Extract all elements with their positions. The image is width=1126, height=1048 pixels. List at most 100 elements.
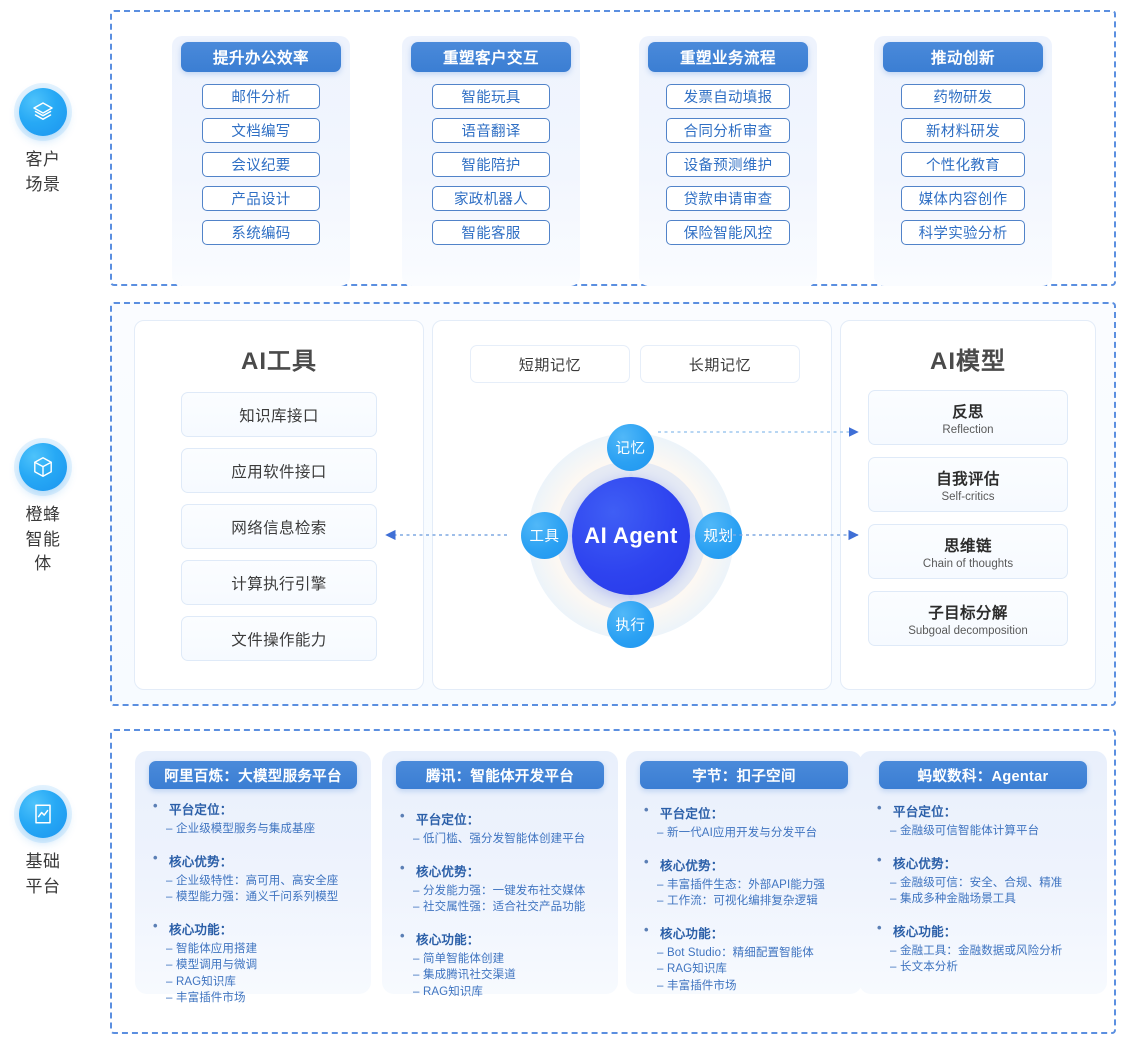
- platform-group: 核心优势： 金融级可信：安全、合规、精准 集成多种金融场景工具: [873, 852, 1097, 908]
- platform-group-item: RAG知识库: [149, 974, 361, 991]
- platform-group-label: 平台定位：: [873, 800, 1097, 820]
- scenario-chip-list: 药物研发 新材料研发 个性化教育 媒体内容创作 科学实验分析: [874, 84, 1052, 245]
- platform-group-item: 低门槛、强分发智能体创建平台: [396, 831, 608, 848]
- scenario-chip-list: 智能玩具 语音翻译 智能陪护 家政机器人 智能客服: [402, 84, 580, 245]
- platform-group-label: 核心优势：: [640, 854, 852, 874]
- platform-group-label: 核心功能：: [873, 920, 1097, 940]
- platform-group: 平台定位： 新一代AI应用开发与分发平台: [640, 802, 852, 842]
- scenario-chip[interactable]: 媒体内容创作: [901, 186, 1025, 211]
- platform-card-title: 阿里百炼：大模型服务平台: [149, 761, 357, 789]
- platform-group-item: 分发能力强：一键发布社交媒体: [396, 883, 608, 900]
- ai-tools-title: AI工具: [241, 348, 317, 375]
- platform-group-item: 简单智能体创建: [396, 951, 608, 968]
- platform-group-label: 平台定位：: [149, 798, 361, 818]
- ai-model-item-cn: 子目标分解: [928, 604, 1008, 622]
- platform-group: 核心优势： 分发能力强：一键发布社交媒体 社交属性强：适合社交产品功能: [396, 860, 608, 916]
- agent-node-memory[interactable]: 记忆: [607, 424, 654, 471]
- rail-item-orange-bee-agent: 橙蜂 智能 体: [0, 443, 86, 577]
- platform-group-item: 社交属性强：适合社交产品功能: [396, 899, 608, 916]
- scenario-chip[interactable]: 智能客服: [432, 220, 550, 245]
- platform-group: 核心功能： 智能体应用搭建 模型调用与微调 RAG知识库 丰富插件市场: [149, 918, 361, 1007]
- rail-item-customer-scenarios: 客户 场景: [0, 88, 86, 197]
- ai-model-item-en: Reflection: [942, 423, 994, 436]
- agent-center-panel: 短期记忆 长期记忆: [432, 320, 832, 690]
- scenario-chip[interactable]: 智能玩具: [432, 84, 550, 109]
- scenario-chip[interactable]: 发票自动填报: [666, 84, 790, 109]
- scenario-chip[interactable]: 新材料研发: [901, 118, 1025, 143]
- scenario-chip[interactable]: 合同分析审查: [666, 118, 790, 143]
- platform-card: 阿里百炼：大模型服务平台 平台定位： 企业级模型服务与集成基座 核心优势： 企业…: [135, 751, 371, 1006]
- platform-group-item: RAG知识库: [396, 984, 608, 1001]
- platform-card-title: 字节：扣子空间: [640, 761, 848, 789]
- panel-connector-arrows: [385, 427, 859, 541]
- section-agent-architecture: AI工具 知识库接口 应用软件接口 网络信息检索 计算执行引擎 文件操作能力 短…: [110, 302, 1116, 706]
- scenario-column-title: 提升办公效率: [181, 42, 341, 72]
- ai-model-item-cn: 思维链: [944, 537, 992, 555]
- ai-model-item-cn: 自我评估: [936, 470, 1000, 488]
- ai-model-item[interactable]: 思维链 Chain of thoughts: [868, 524, 1068, 579]
- ai-tools-panel: AI工具 知识库接口 应用软件接口 网络信息检索 计算执行引擎 文件操作能力: [134, 320, 424, 690]
- scenario-column: 推动创新 药物研发 新材料研发 个性化教育 媒体内容创作 科学实验分析: [874, 36, 1052, 286]
- ai-model-title: AI模型: [930, 348, 1006, 375]
- ai-tool-item[interactable]: 应用软件接口: [181, 448, 377, 493]
- platform-group: 核心优势： 企业级特性：高可用、高安全座 模型能力强：通义千问系列模型: [149, 850, 361, 906]
- platform-group-label: 平台定位：: [640, 802, 852, 822]
- scenario-chip[interactable]: 智能陪护: [432, 152, 550, 177]
- platform-group-label: 核心功能：: [396, 928, 608, 948]
- scenario-chip[interactable]: 语音翻译: [432, 118, 550, 143]
- scenario-chip[interactable]: 个性化教育: [901, 152, 1025, 177]
- scenario-chip[interactable]: 设备预测维护: [666, 152, 790, 177]
- ai-model-item[interactable]: 自我评估 Self-critics: [868, 457, 1068, 512]
- platform-card-body: 平台定位： 新一代AI应用开发与分发平台 核心优势： 丰富插件生态：外部API能…: [640, 802, 852, 995]
- agent-node-execution[interactable]: 执行: [607, 601, 654, 648]
- rail-label-customer-scenarios: 客户 场景: [25, 150, 61, 194]
- ai-tool-item[interactable]: 知识库接口: [181, 392, 377, 437]
- scenario-chip[interactable]: 系统编码: [202, 220, 320, 245]
- chart-document-icon: [19, 790, 67, 838]
- scenario-column-title: 重塑客户交互: [411, 42, 571, 72]
- platform-group-item: 丰富插件市场: [149, 990, 361, 1007]
- scenario-column: 提升办公效率 邮件分析 文档编写 会议纪要 产品设计 系统编码: [172, 36, 350, 286]
- scenario-chip[interactable]: 会议纪要: [202, 152, 320, 177]
- memory-box-short-term[interactable]: 短期记忆: [470, 345, 630, 383]
- section-foundation-platforms: 阿里百炼：大模型服务平台 平台定位： 企业级模型服务与集成基座 核心优势： 企业…: [110, 729, 1116, 1034]
- scenario-chip[interactable]: 家政机器人: [432, 186, 550, 211]
- platform-group: 核心功能： Bot Studio：精细配置智能体 RAG知识库 丰富插件市场: [640, 922, 852, 995]
- platform-group-item: 企业级模型服务与集成基座: [149, 821, 361, 838]
- platform-group-item: 金融级可信智能体计算平台: [873, 823, 1097, 840]
- ai-tool-item[interactable]: 网络信息检索: [181, 504, 377, 549]
- agent-node-tools[interactable]: 工具: [521, 512, 568, 559]
- platform-card-title: 蚂蚁数科：Agentar: [879, 761, 1087, 789]
- scenario-chip[interactable]: 保险智能风控: [666, 220, 790, 245]
- platform-group-item: 模型调用与微调: [149, 957, 361, 974]
- rail-item-foundation-platform: 基础 平台: [0, 790, 86, 899]
- layers-icon: [19, 88, 67, 136]
- platform-group-item: 新一代AI应用开发与分发平台: [640, 825, 852, 842]
- rail-label-foundation-platform: 基础 平台: [25, 852, 61, 896]
- memory-box-long-term[interactable]: 长期记忆: [640, 345, 800, 383]
- platform-card: 腾讯：智能体开发平台 平台定位： 低门槛、强分发智能体创建平台 核心优势： 分发…: [382, 751, 618, 1000]
- platform-group-item: 集成多种金融场景工具: [873, 891, 1097, 908]
- platform-group-item: 金融级可信：安全、合规、精准: [873, 875, 1097, 892]
- scenario-chip[interactable]: 药物研发: [901, 84, 1025, 109]
- scenario-chip[interactable]: 文档编写: [202, 118, 320, 143]
- scenario-chip[interactable]: 科学实验分析: [901, 220, 1025, 245]
- platform-group-item: 丰富插件生态：外部API能力强: [640, 877, 852, 894]
- ai-model-item[interactable]: 子目标分解 Subgoal decomposition: [868, 591, 1068, 646]
- platform-group-label: 核心功能：: [640, 922, 852, 942]
- ai-tool-item[interactable]: 计算执行引擎: [181, 560, 377, 605]
- platform-card-body: 平台定位： 企业级模型服务与集成基座 核心优势： 企业级特性：高可用、高安全座 …: [149, 798, 361, 1007]
- platform-card: 蚂蚁数科：Agentar 平台定位： 金融级可信智能体计算平台 核心优势： 金融…: [859, 751, 1107, 994]
- platform-group-item: 长文本分析: [873, 959, 1097, 976]
- ai-tool-item[interactable]: 文件操作能力: [181, 616, 377, 661]
- ai-model-item[interactable]: 反思 Reflection: [868, 390, 1068, 445]
- scenario-column-title: 重塑业务流程: [648, 42, 808, 72]
- platform-group: 核心功能： 金融工具：金融数据或风险分析 长文本分析: [873, 920, 1097, 976]
- platform-group: 核心功能： 简单智能体创建 集成腾讯社交渠道 RAG知识库: [396, 928, 608, 1001]
- agent-core-node[interactable]: AI Agent: [572, 477, 690, 595]
- platform-group-item: Bot Studio：精细配置智能体: [640, 945, 852, 962]
- scenario-chip[interactable]: 产品设计: [202, 186, 320, 211]
- scenario-chip[interactable]: 邮件分析: [202, 84, 320, 109]
- platform-group-item: RAG知识库: [640, 961, 852, 978]
- scenario-chip[interactable]: 贷款申请审查: [666, 186, 790, 211]
